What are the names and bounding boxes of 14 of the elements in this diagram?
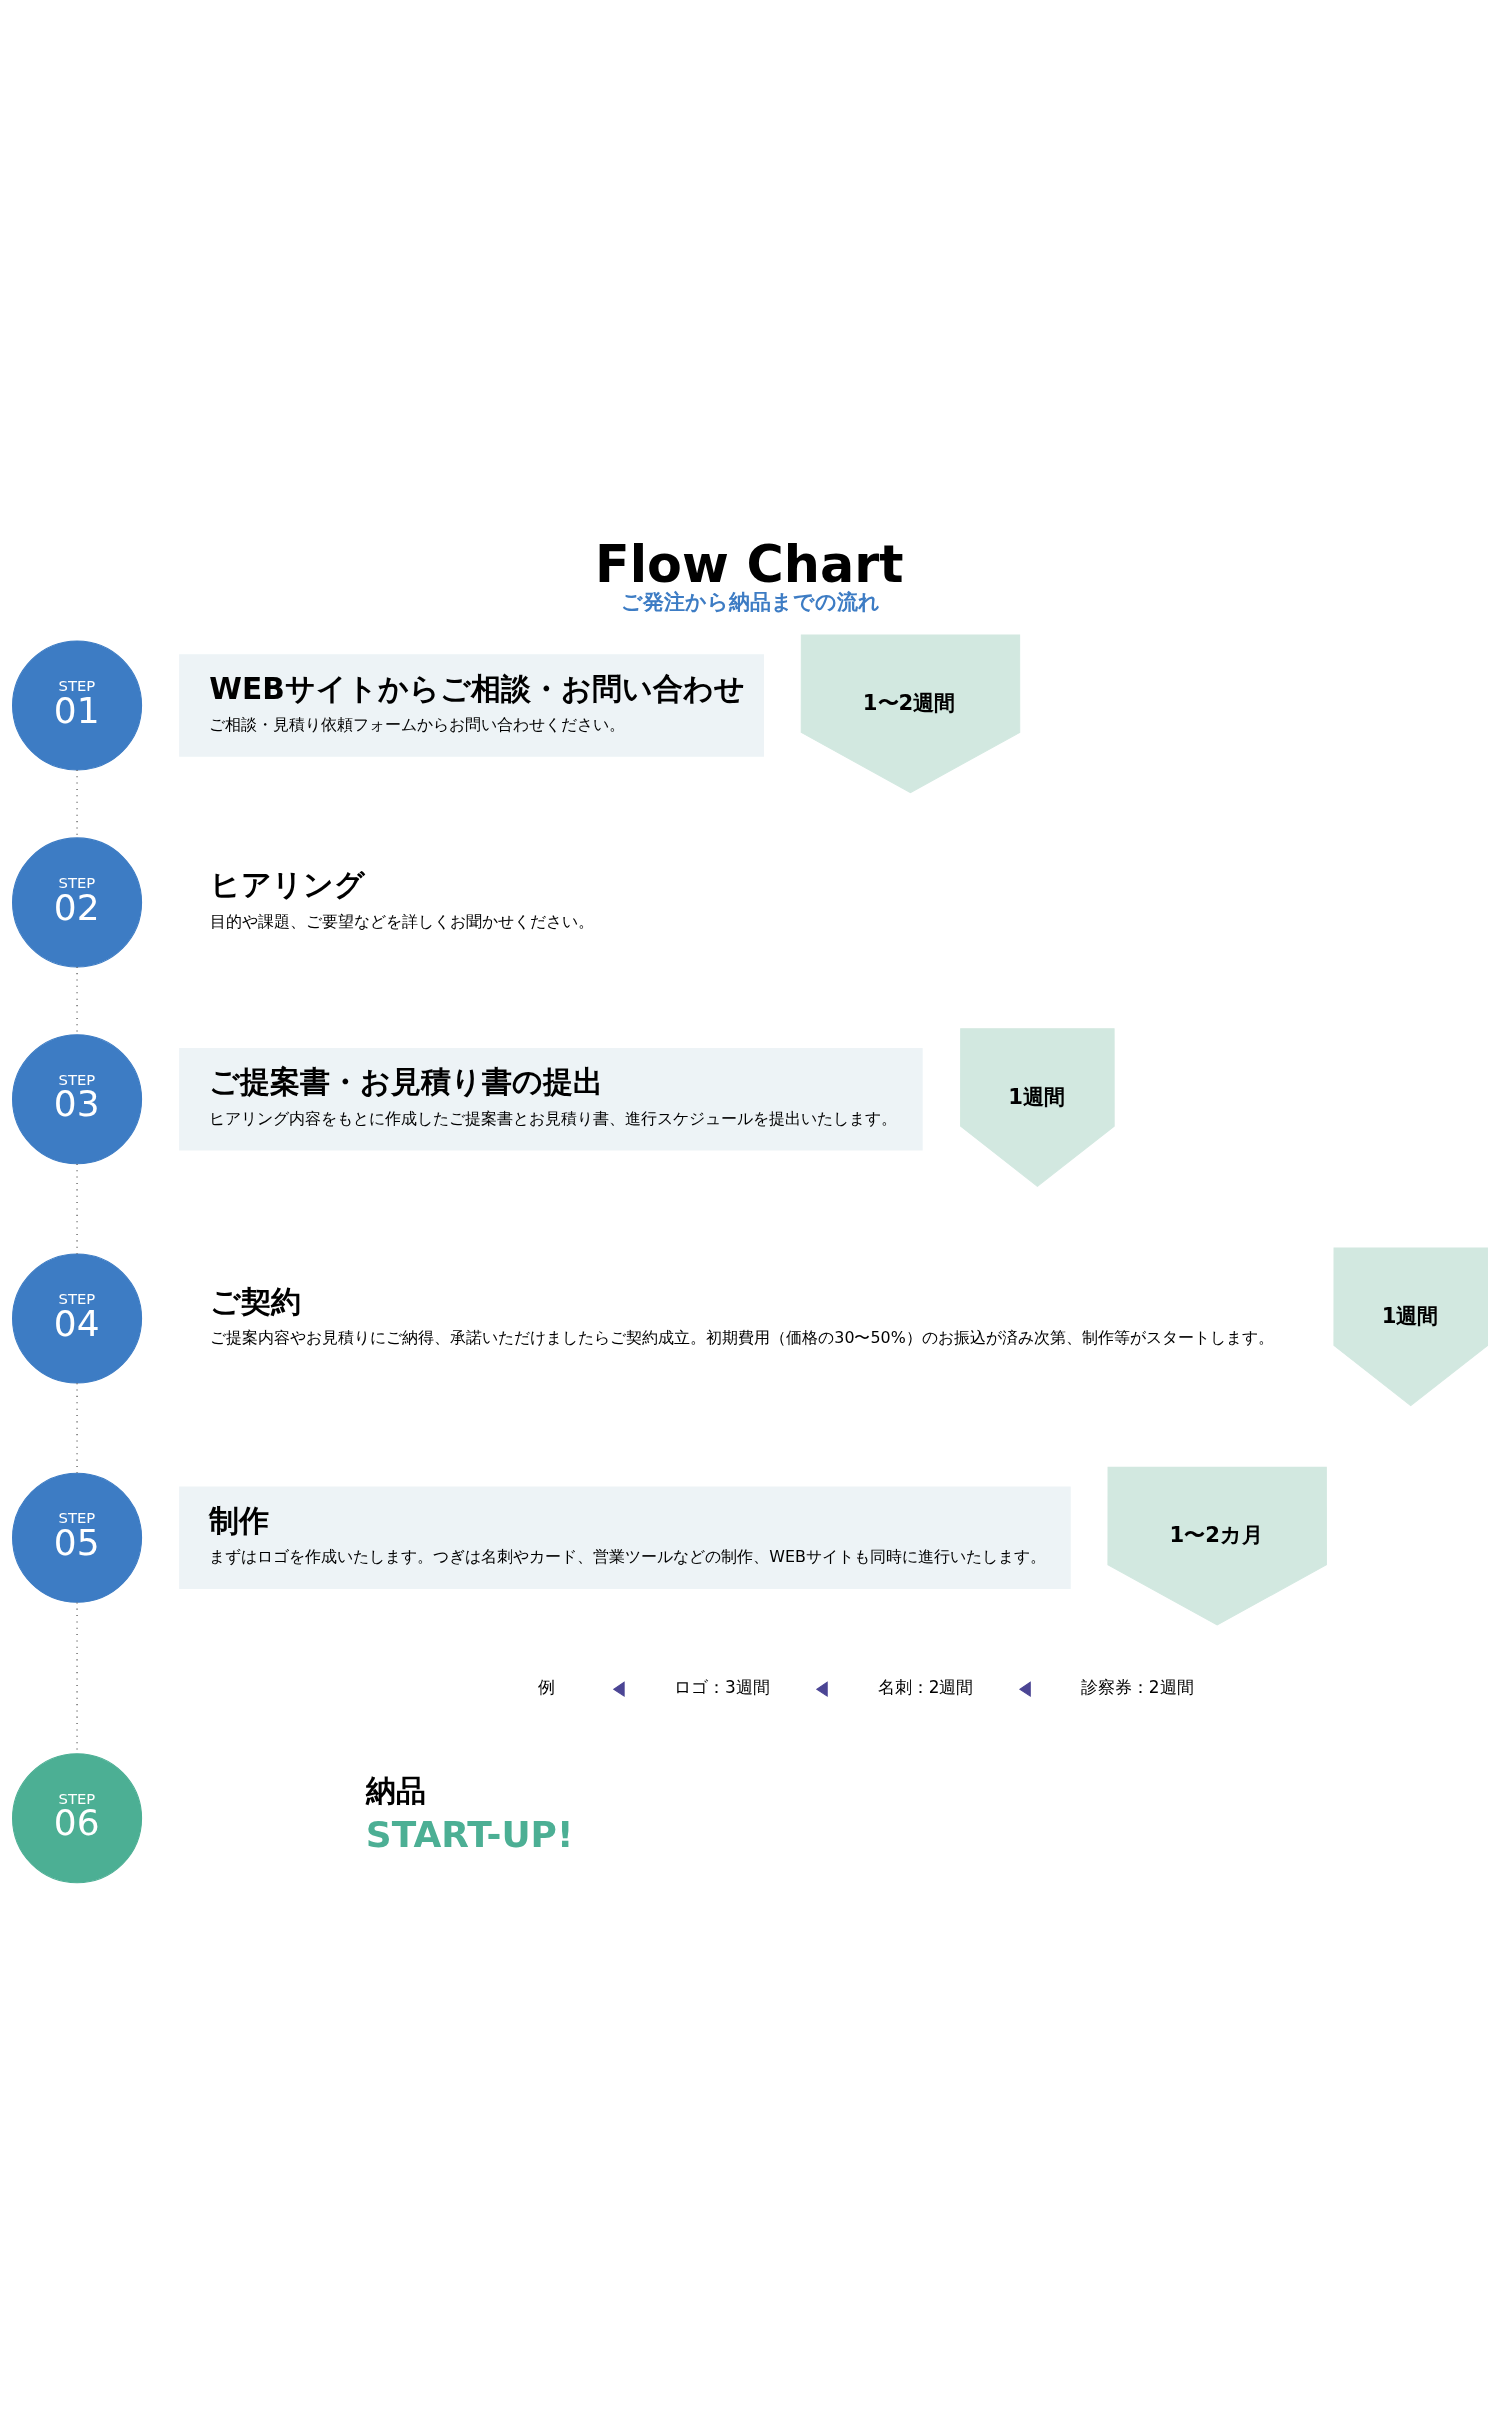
node-circle: STEP 02	[12, 836, 143, 967]
node-circle: STEP 01	[12, 639, 143, 771]
label: 例	[538, 1676, 556, 1697]
node-label: START-UP!	[365, 1813, 574, 1855]
node-circle: STEP 06	[12, 1752, 143, 1883]
label: 名刺：2週間	[877, 1676, 974, 1697]
node-circle: STEP 03	[12, 1033, 143, 1164]
node-circle: STEP 04	[12, 1253, 143, 1384]
node-text: ヒアリング 目的や課題、ご要望などを詳しくお聞かせください。	[210, 867, 595, 931]
label: ロゴ：3週間	[674, 1676, 770, 1697]
node-text: ご契約 ご提案内容やお見積りにご納得、承諾いただけましたらご契約成立。初期費用（価格の30〜50%）のお振込が済み次第、制作等がスタートします。	[210, 1284, 1274, 1347]
node-text: 納品	[365, 1773, 426, 1808]
label: 診察券：2週間	[1080, 1676, 1194, 1697]
node-circle: STEP 05	[12, 1472, 143, 1603]
